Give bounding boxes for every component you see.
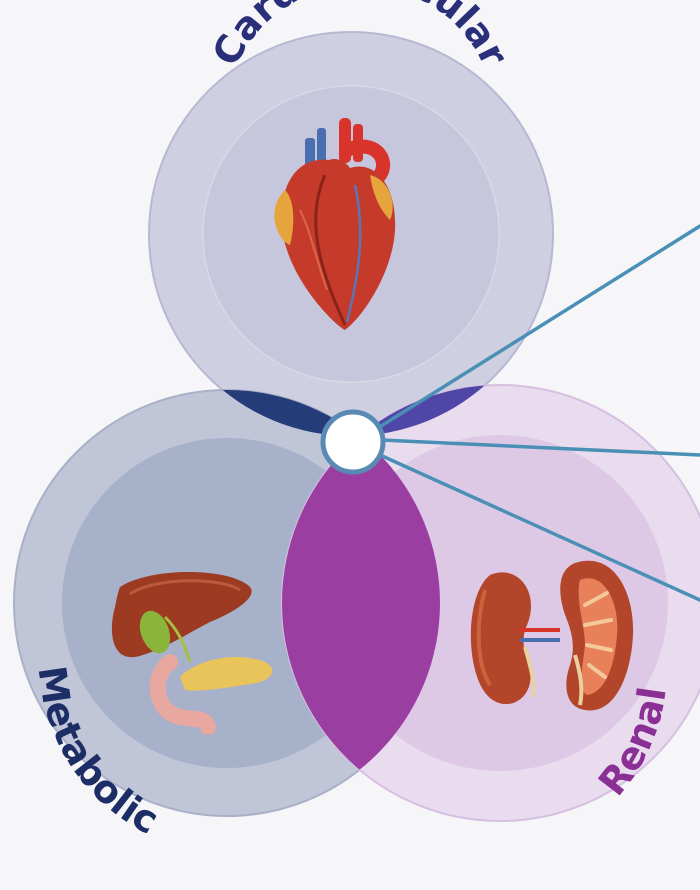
center-node <box>323 412 383 472</box>
